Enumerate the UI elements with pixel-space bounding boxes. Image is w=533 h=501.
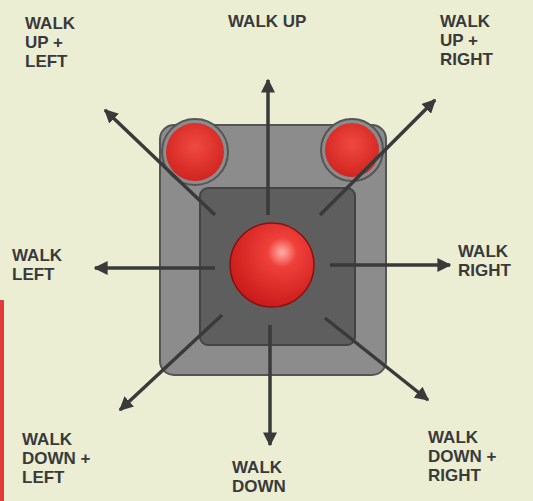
direction-label: WALK UP + LEFT xyxy=(25,14,87,71)
direction-label: WALK LEFT xyxy=(12,246,74,284)
direction-label: WALK DOWN + RIGHT xyxy=(428,428,508,485)
direction-label: WALK RIGHT xyxy=(458,242,526,280)
fire-button xyxy=(325,123,379,177)
direction-label: WALK UP xyxy=(228,12,328,31)
direction-arrows xyxy=(95,80,450,445)
edge-strip xyxy=(0,300,4,501)
fire-button-rim xyxy=(321,119,383,181)
stick-ball xyxy=(230,223,314,307)
direction-label: WALK UP + RIGHT xyxy=(440,12,510,69)
fire-button xyxy=(166,123,224,181)
direction-label: WALK DOWN xyxy=(232,458,296,496)
direction-label: WALK DOWN + LEFT xyxy=(22,430,100,487)
